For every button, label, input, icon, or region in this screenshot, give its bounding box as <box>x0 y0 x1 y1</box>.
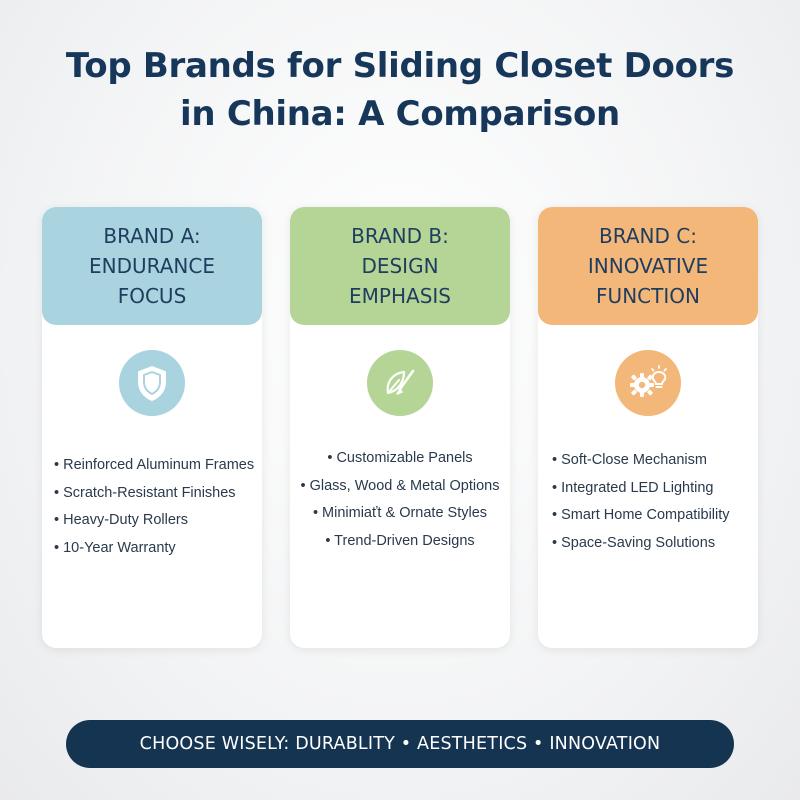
list-item: Soft-Close Mechanism <box>552 447 758 475</box>
brand-c-header: BRAND C: INNOVATIVE FUNCTION <box>538 207 758 325</box>
list-item: 10-Year Warranty <box>42 535 262 563</box>
title-line-2: in China: A Comparison <box>180 94 620 134</box>
list-item: Glass, Wood & Metal Options <box>290 473 510 501</box>
page-title: Top Brands for Sliding Closet Doors in C… <box>0 42 800 138</box>
brand-a-header: BRAND A: ENDURANCE FOCUS <box>42 207 262 325</box>
list-item: Scratch-Resistant Finishes <box>42 480 262 508</box>
brand-b-features: Customizable Panels Glass, Wood & Metal … <box>290 445 510 555</box>
brand-c-features: Soft-Close Mechanism Integrated LED Ligh… <box>538 447 758 557</box>
shield-icon <box>119 350 185 416</box>
brand-c-heading-line-2: INNOVATIVE <box>587 254 709 278</box>
brand-c-heading-line-3: FUNCTION <box>596 284 700 308</box>
list-item: Minimiaťt & Ornate Styles <box>290 500 510 528</box>
brand-a-heading-line-3: FOCUS <box>117 284 187 308</box>
brand-a-heading-line-1: BRAND A: <box>103 224 201 248</box>
list-item: Space-Saving Solutions <box>552 530 758 558</box>
brand-b-heading-line-3: EMPHASIS <box>349 284 451 308</box>
gear-lightbulb-icon <box>615 350 681 416</box>
footer-banner: CHOOSE WISELY: DURABLITY • AESTHETICS • … <box>66 720 734 768</box>
list-item: Integrated LED Lighting <box>552 475 758 503</box>
leaf-brush-icon <box>367 350 433 416</box>
list-item: Smart Home Compatibility <box>552 502 758 530</box>
brand-a-features: Reinforced Aluminum Frames Scratch-Resis… <box>42 452 262 562</box>
brand-b-heading-line-2: DESIGN <box>361 254 439 278</box>
brand-a-card: BRAND A: ENDURANCE FOCUS Reinforced Alum… <box>42 207 262 648</box>
brand-b-card: BRAND B: DESIGN EMPHASIS Customizable Pa… <box>290 207 510 648</box>
list-item: Heavy-Duty Rollers <box>42 507 262 535</box>
list-item: Reinforced Aluminum Frames <box>42 452 262 480</box>
brand-b-header: BRAND B: DESIGN EMPHASIS <box>290 207 510 325</box>
list-item: Customizable Panels <box>290 445 510 473</box>
brand-a-heading-line-2: ENDURANCE <box>89 254 215 278</box>
title-line-1: Top Brands for Sliding Closet Doors <box>65 46 735 86</box>
brand-c-card: BRAND C: INNOVATIVE FUNCTION Soft-Close … <box>538 207 758 648</box>
brand-b-heading-line-1: BRAND B: <box>351 224 449 248</box>
list-item: Trend-Driven Designs <box>290 528 510 556</box>
brand-c-heading-line-1: BRAND C: <box>599 224 697 248</box>
